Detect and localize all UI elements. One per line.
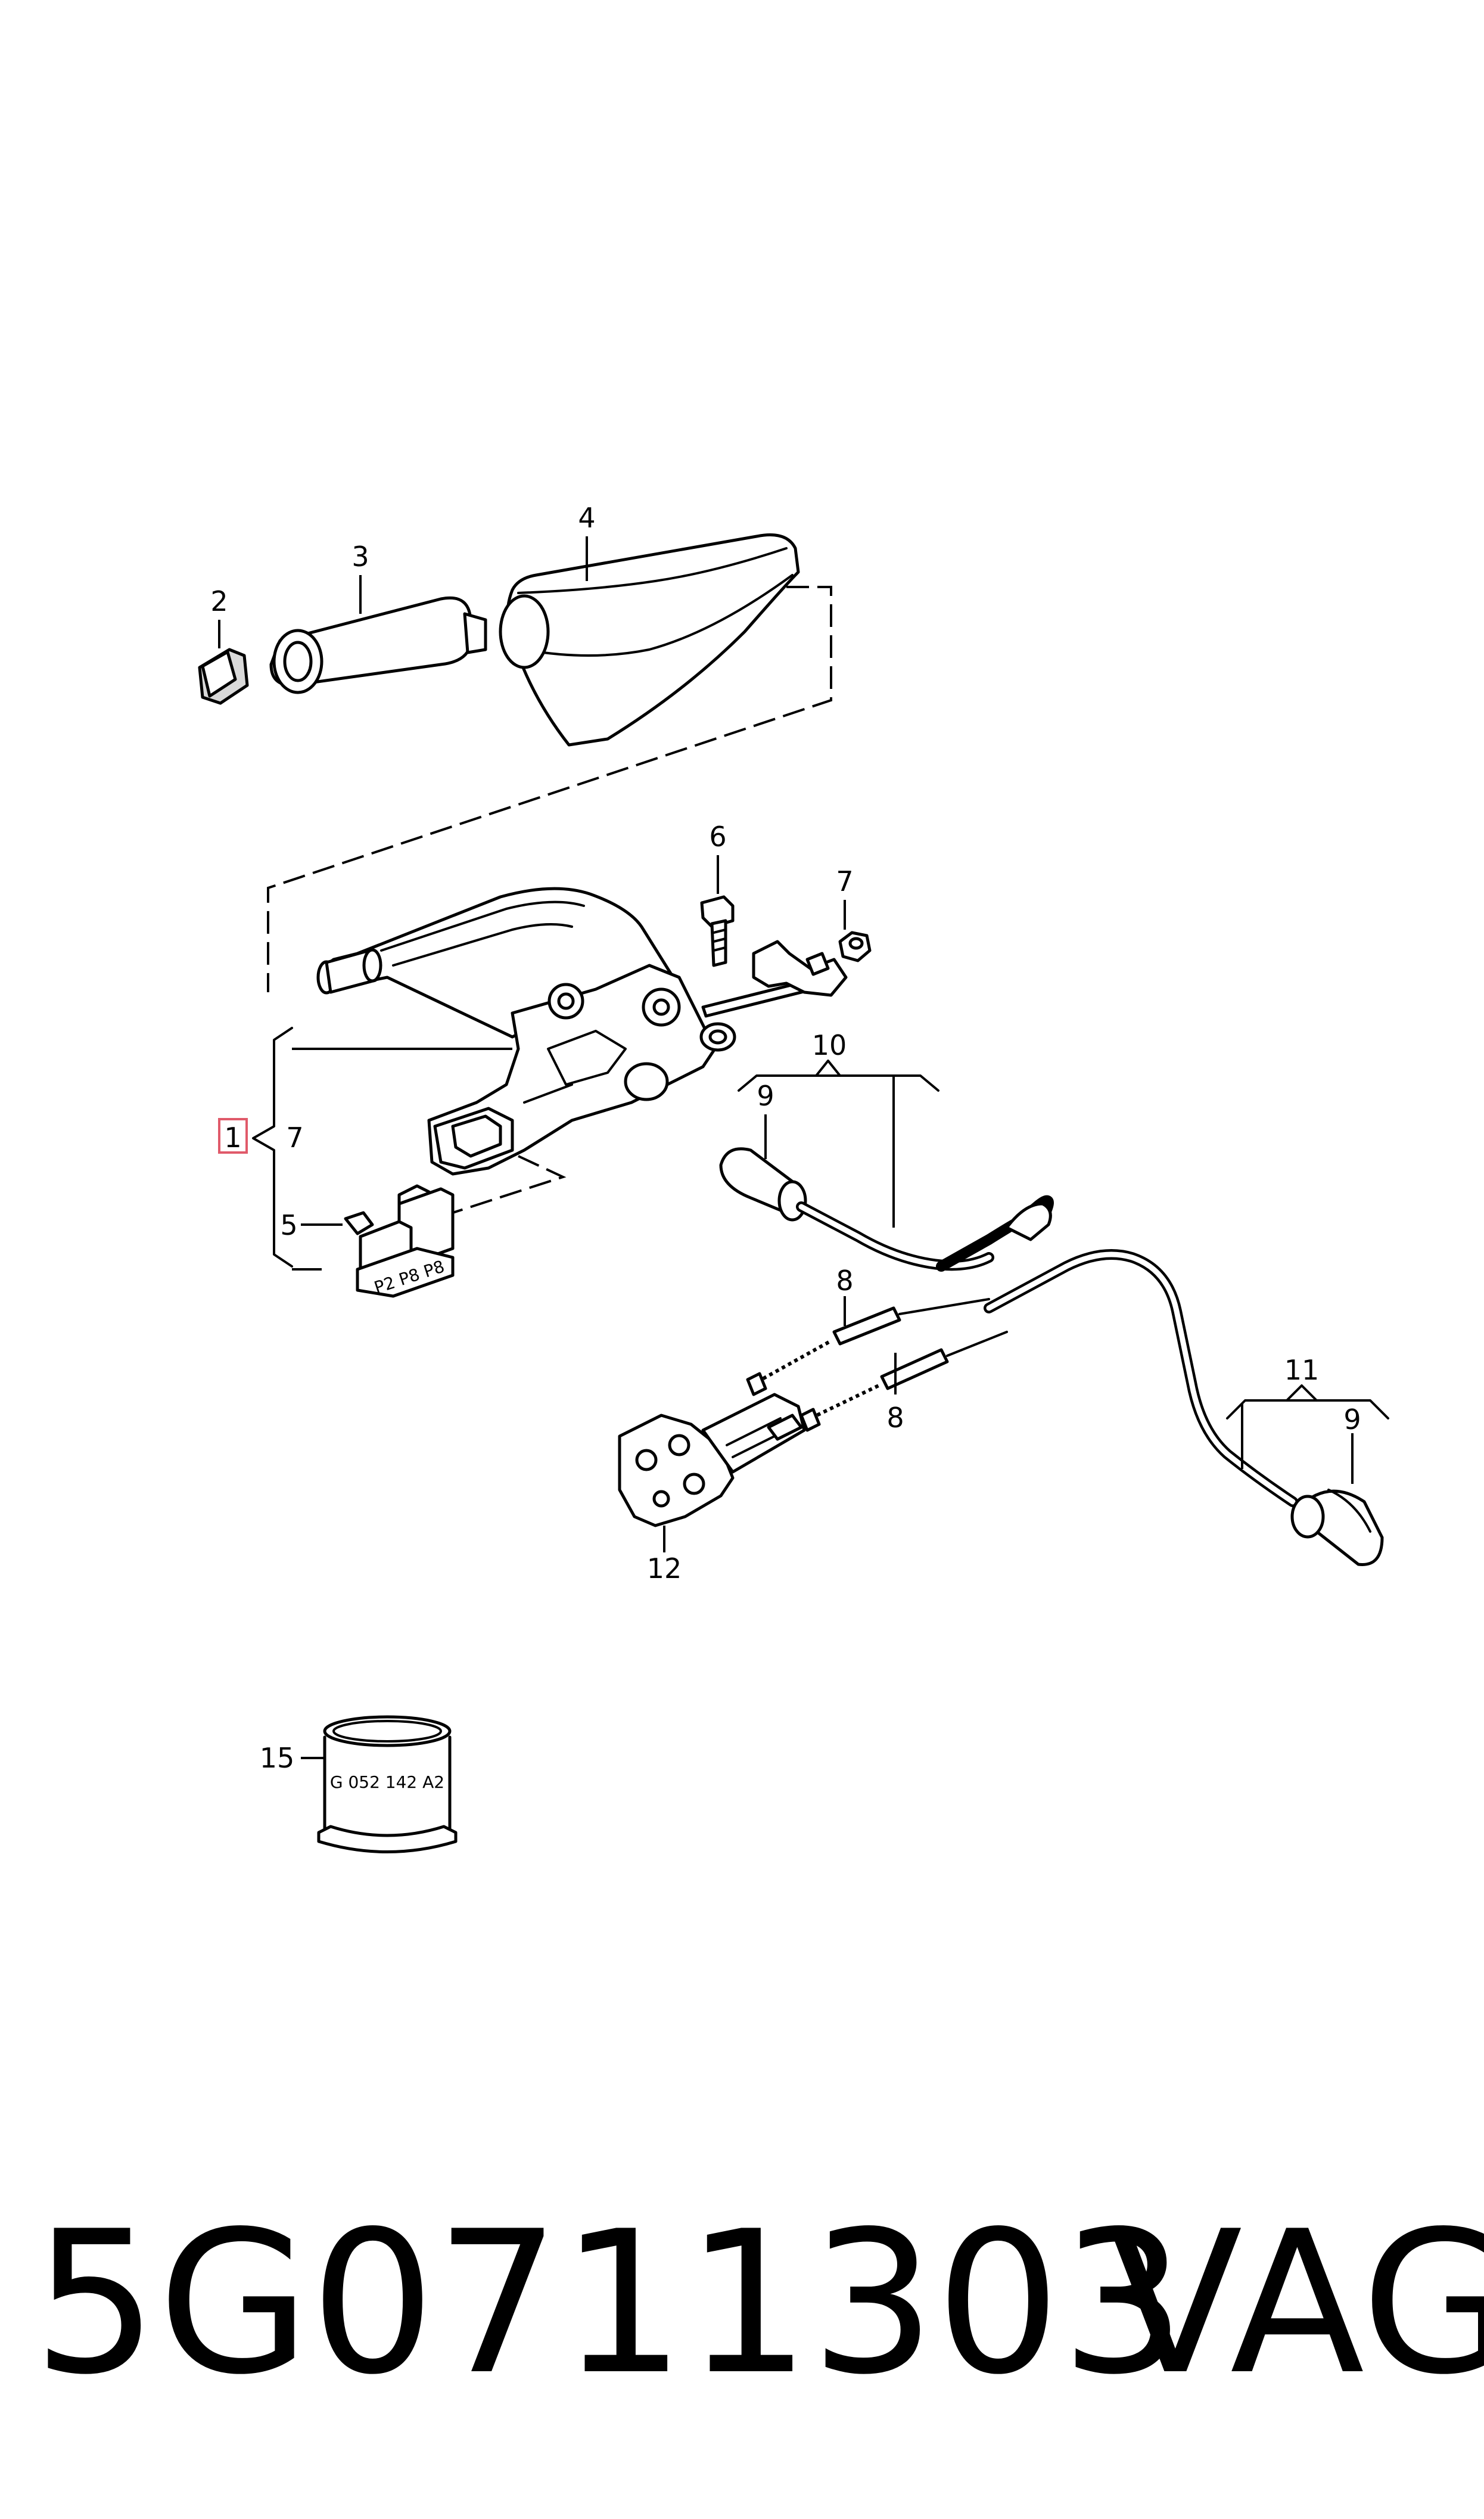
part-2-end-cap bbox=[198, 648, 249, 705]
cable-end-bend bbox=[1005, 1202, 1052, 1241]
part-7-nut-upper bbox=[838, 931, 872, 962]
callout-1: 1 bbox=[224, 1122, 241, 1154]
callout-7-lower: 7 bbox=[286, 1122, 303, 1154]
part-8-inner-wire-lower bbox=[799, 1331, 1008, 1432]
callout-7-upper: 7 bbox=[836, 865, 853, 897]
callout-8-lower: 8 bbox=[886, 1402, 904, 1434]
callout-6: 6 bbox=[709, 821, 726, 853]
assembly-1-bracket bbox=[252, 1027, 512, 1271]
part-15-lubricant: G 052 142 A2 bbox=[317, 1715, 458, 1853]
callout-5: 5 bbox=[280, 1209, 297, 1241]
callout-9-left: 9 bbox=[757, 1080, 774, 1112]
callout-12: 12 bbox=[647, 1552, 682, 1585]
part-1-lever-assembly bbox=[316, 887, 839, 1176]
part-3-handle-grip bbox=[269, 596, 487, 694]
callout-10: 10 bbox=[812, 1029, 847, 1061]
brand-name: VAG bbox=[1108, 2189, 1484, 2418]
callout-8-upper: 8 bbox=[836, 1265, 853, 1297]
part-10-cable-left bbox=[738, 1060, 939, 1228]
callout-3: 3 bbox=[351, 541, 369, 573]
callout-11: 11 bbox=[1284, 1354, 1320, 1386]
part-6-bolt bbox=[700, 895, 735, 967]
assembly-dash-upper bbox=[267, 586, 832, 992]
assembly-dash-lower bbox=[452, 1155, 567, 1214]
part-9-grommet-right bbox=[1290, 1489, 1384, 1566]
part-9-grommet-left bbox=[719, 1147, 807, 1222]
callout-2: 2 bbox=[210, 585, 228, 617]
part-4-boot bbox=[499, 533, 800, 747]
part-8-inner-wire-upper bbox=[746, 1298, 990, 1396]
part-12-actuator bbox=[618, 1393, 806, 1527]
part-5-switch: P2 P8 P8 bbox=[344, 1184, 455, 1298]
callout-9-right: 9 bbox=[1343, 1403, 1361, 1436]
callout-4: 4 bbox=[578, 502, 595, 534]
part-number: 5G0711303 bbox=[33, 2189, 1186, 2418]
part-15-label: G 052 142 A2 bbox=[330, 1772, 444, 1792]
equaliser-bracket bbox=[752, 940, 848, 997]
callout-1-highlight bbox=[218, 1118, 248, 1154]
callout-15: 15 bbox=[260, 1742, 295, 1774]
part-11-bracket bbox=[1226, 1384, 1389, 1469]
part-11-cable bbox=[984, 1249, 1298, 1507]
